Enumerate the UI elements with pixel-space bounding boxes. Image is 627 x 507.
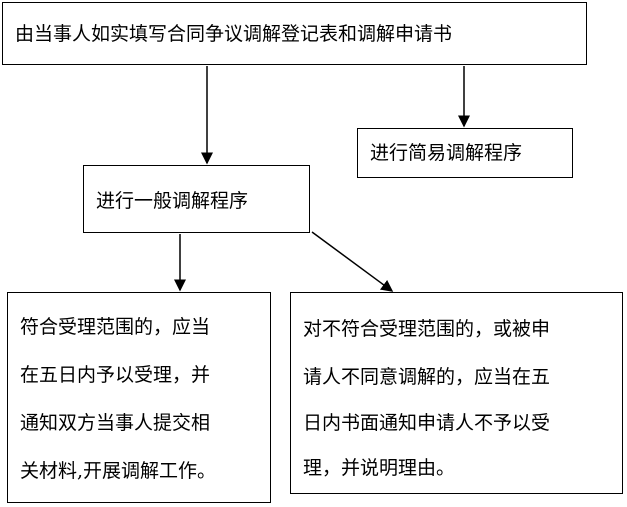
simple-mediation-text: 进行简易调解程序 — [370, 142, 523, 164]
simple-mediation-box: 进行简易调解程序 — [357, 128, 573, 178]
registration-box: 由当事人如实填写合同争议调解登记表和调解申请书 — [2, 2, 587, 65]
reject-case-box: 对不符合受理范围的，或被申 请人不同意调解的，应当在五 日内书面通知申请人不予以… — [290, 292, 623, 494]
reject-line-1: 对不符合受理范围的，或被申 — [303, 318, 551, 340]
arrow-general-to-reject — [311, 231, 394, 292]
accept-line-3: 通知双方当事人提交相 — [20, 412, 211, 434]
accept-line-4: 关材料,开展调解工作。 — [20, 460, 217, 482]
accept-case-box: 符合受理范围的，应当 在五日内予以受理，并 通知双方当事人提交相 关材料,开展调… — [7, 292, 271, 503]
registration-text: 由当事人如实填写合同争议调解登记表和调解申请书 — [15, 23, 453, 45]
reject-line-3: 日内书面通知申请人不予以受 — [303, 412, 551, 434]
reject-line-2: 请人不同意调解的，应当在五 — [303, 366, 551, 388]
general-mediation-box: 进行一般调解程序 — [83, 165, 310, 233]
reject-line-4: 理，并说明理由。 — [303, 457, 456, 479]
general-mediation-text: 进行一般调解程序 — [96, 190, 249, 212]
accept-line-2: 在五日内予以受理，并 — [20, 364, 211, 386]
accept-line-1: 符合受理范围的，应当 — [20, 316, 211, 338]
